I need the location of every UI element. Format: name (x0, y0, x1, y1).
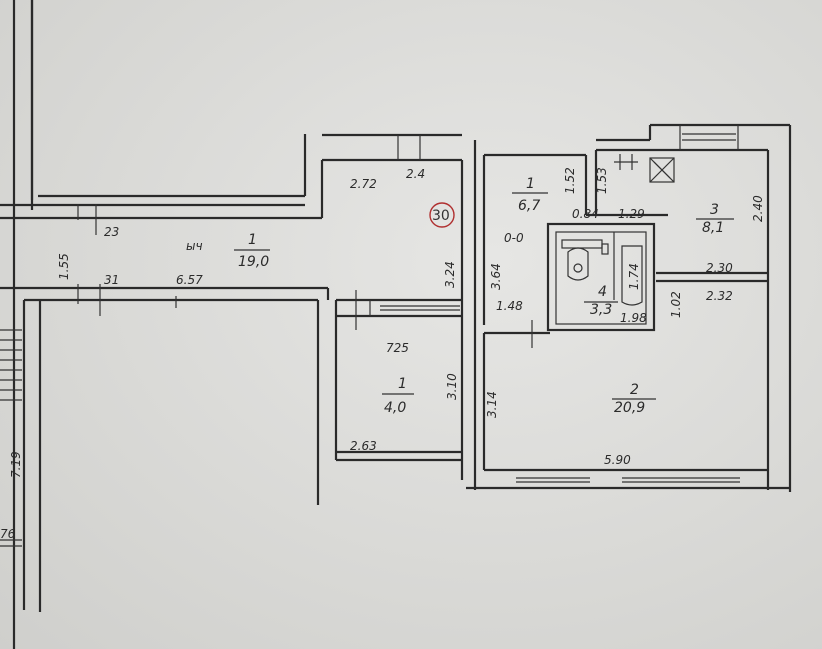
kitchen-area: 8,1 (702, 220, 724, 236)
room-labels: ыч 1 19,0 1 6,7 3 8,1 4 3,3 2 20,9 725 1… (186, 176, 734, 416)
dim-label: 2.4 (406, 167, 425, 181)
dim-label: 1.55 (57, 253, 71, 280)
apartment-walls (466, 123, 792, 492)
dim-label: 5.90 (604, 453, 631, 467)
corridor-area: 19,0 (238, 254, 269, 270)
dim-label: 23 (104, 225, 119, 239)
living-number: 2 (630, 382, 639, 398)
bathroom-number: 4 (598, 284, 607, 300)
dim-label: 1.29 (618, 207, 645, 221)
flat-number-circle (429, 202, 455, 228)
dim-label: 2.63 (350, 439, 377, 453)
corridor-number: 1 (248, 232, 257, 248)
dim-label: 1.02 (669, 291, 683, 318)
dim-label: 1.52 (563, 167, 577, 194)
staircase-icon (0, 329, 22, 547)
hall-area: 6,7 (518, 198, 540, 214)
hall-number: 1 (526, 176, 535, 192)
exterior-walls (0, 0, 330, 649)
dim-label: 2.32 (706, 289, 733, 303)
dim-label: 1.74 (627, 263, 641, 290)
dim-label: 3.10 (445, 373, 459, 400)
living-area: 20,9 (614, 400, 645, 416)
kitchen-number: 3 (710, 202, 719, 218)
dim-label: 1.53 (595, 167, 609, 194)
sink-icon (601, 243, 609, 255)
dim-label: 1.98 (620, 311, 647, 325)
ventilation-icon (649, 157, 675, 183)
dim-label: 3.14 (485, 391, 499, 418)
storage-area: 4,0 (384, 400, 406, 416)
bathroom-area: 3,3 (590, 302, 612, 318)
dim-label: 0.84 (572, 207, 599, 221)
dim-label: 3.24 (443, 261, 457, 288)
entrance-room-walls (322, 133, 464, 480)
dim-label: 6.57 (176, 273, 203, 287)
dim-label: 2.30 (706, 261, 733, 275)
dim-label: 76 (0, 527, 16, 541)
storage-number: 1 (398, 376, 407, 392)
dim-label: 31 (104, 273, 119, 287)
dimension-labels: 2.72 2.4 23 31 6.57 0.84 1.29 2.30 1.48 … (0, 167, 765, 541)
corridor-stamp: ыч (186, 239, 203, 253)
dim-label: 3.64 (489, 263, 503, 290)
dim-label: 2.72 (350, 177, 377, 191)
storage-stamp: 725 (386, 341, 409, 355)
flat-number: 30 (432, 208, 450, 224)
toilet-icon (567, 247, 589, 281)
dim-label: 7.19 (9, 451, 23, 478)
dim-label: 1.48 (496, 299, 523, 313)
dim-label: 0-0 (504, 231, 524, 245)
toilet-bowl-icon (573, 263, 583, 273)
bathroom-block (546, 222, 656, 332)
shelf-icon (561, 239, 603, 249)
dim-label: 2.40 (751, 195, 765, 222)
bathtub-icon (621, 245, 643, 306)
